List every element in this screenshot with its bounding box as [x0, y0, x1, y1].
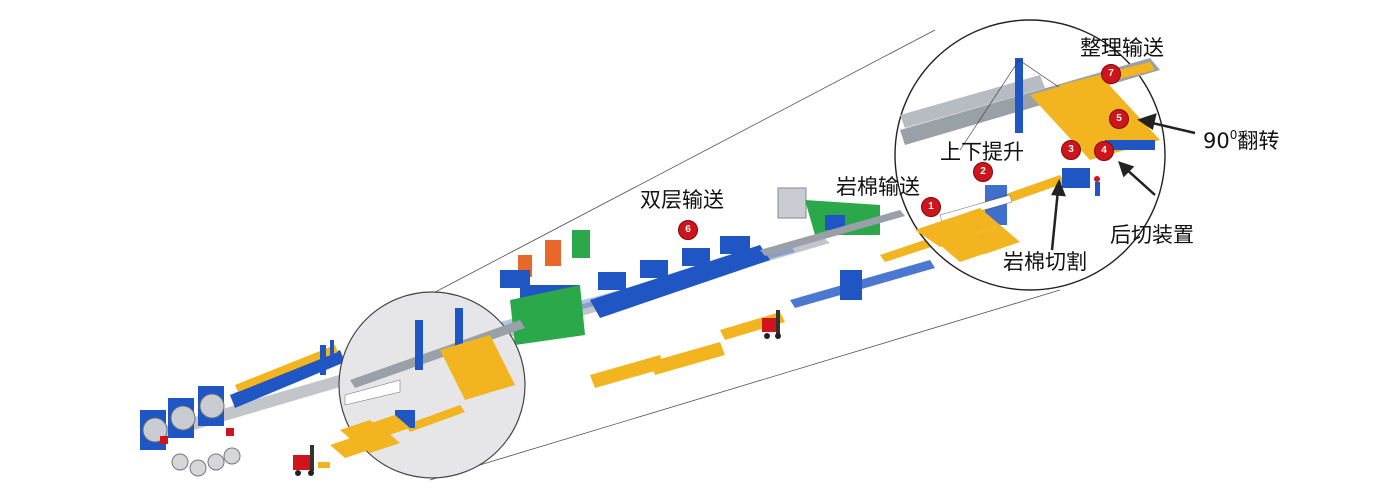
- label-double-layer-conveying: 双层输送: [640, 188, 724, 212]
- badge-7: 7: [1101, 64, 1121, 84]
- callout-arrows: [1050, 113, 1196, 251]
- label-rear-cutting-device: 后切装置: [1110, 223, 1194, 247]
- badge-1: 1: [921, 197, 941, 217]
- label-rockwool-conveying: 岩棉输送: [836, 175, 920, 199]
- roll-forming-section: [230, 340, 345, 408]
- main-production-line: [140, 187, 965, 477]
- forklift-left: [293, 445, 330, 476]
- uncoiler-section: [140, 386, 241, 477]
- label-sorting-conveying: 整理输送: [1080, 36, 1164, 60]
- rockwool-conveyor: [760, 187, 905, 256]
- double-layer-conveyor: [590, 236, 770, 318]
- rockwool-pallets-left: [330, 415, 410, 458]
- zoom-guide-line-top: [419, 29, 936, 301]
- badge-5: 5: [1109, 109, 1129, 129]
- label-up-down-lift: 上下提升: [940, 140, 1024, 164]
- badge-3: 3: [1061, 140, 1081, 160]
- right-zoom-circle: [894, 19, 1166, 291]
- label-90-degree-turn: 900翻转: [1203, 128, 1280, 153]
- label-turn-sup: 0: [1229, 128, 1238, 142]
- stacking-area: [590, 228, 965, 388]
- badge-2: 2: [973, 162, 993, 182]
- zoom-guide-line-bottom: [429, 289, 1061, 481]
- label-turn-suffix: 翻转: [1237, 129, 1280, 153]
- forklift-right: [762, 310, 781, 339]
- badge-6: 6: [678, 220, 698, 240]
- label-turn-prefix: 90: [1203, 129, 1230, 153]
- label-rockwool-cutting: 岩棉切割: [1003, 250, 1087, 274]
- badge-4: 4: [1094, 141, 1114, 161]
